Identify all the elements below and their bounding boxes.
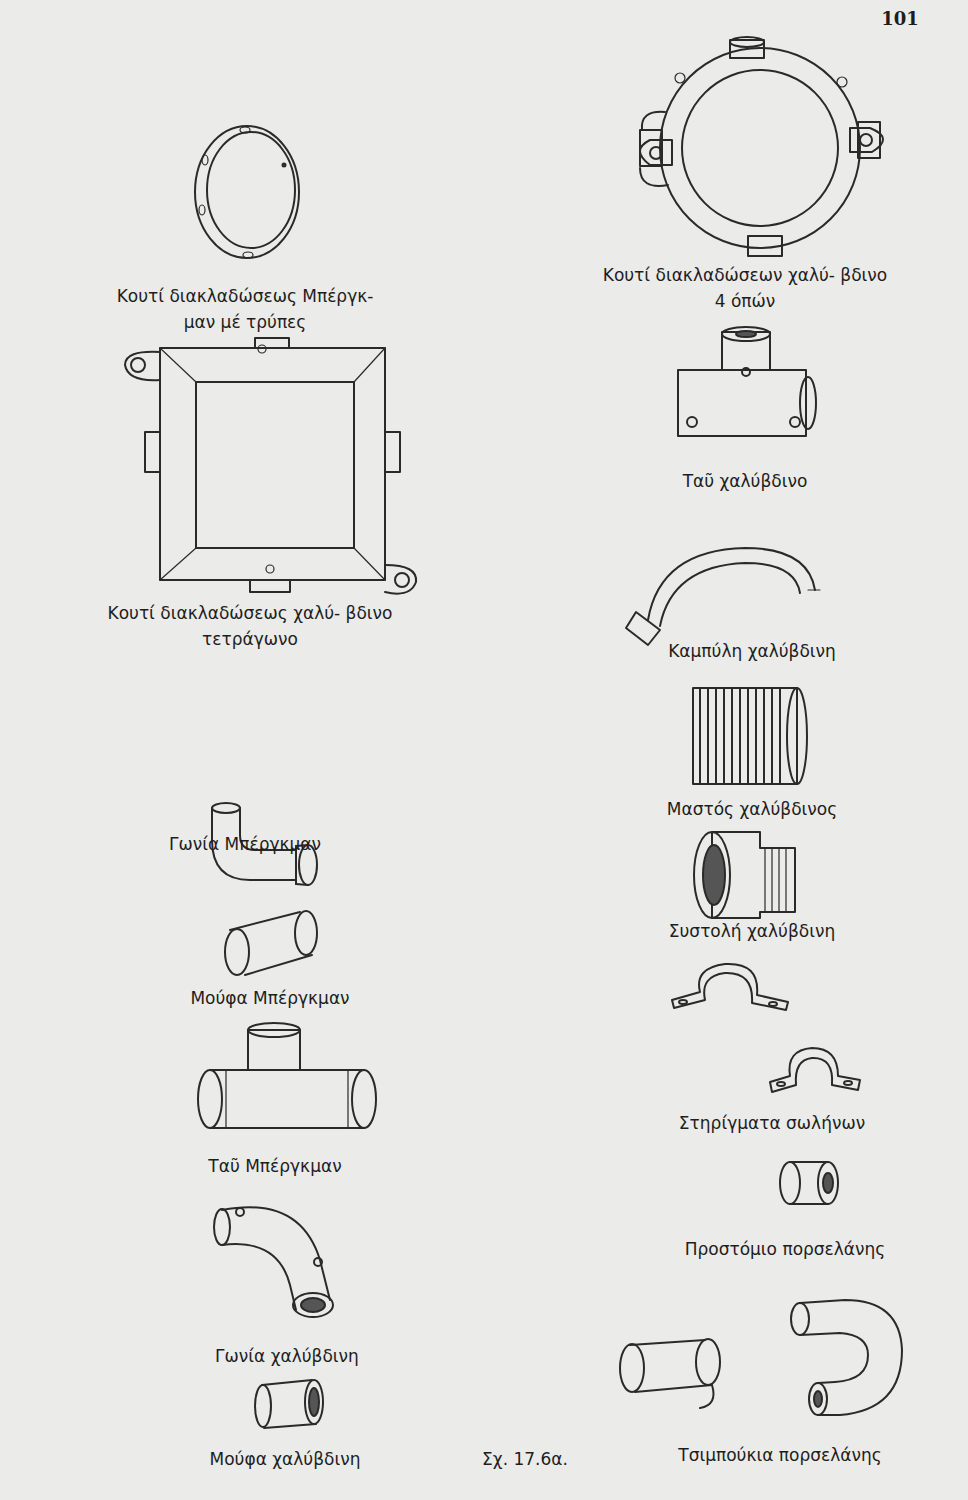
part-name: Τσιμπούκια πορσελάνης [630, 1442, 930, 1468]
page-number: 101 [870, 6, 930, 32]
steel-box-square [125, 338, 416, 594]
part-name: Κουτί διακλαδώσεως χαλύ- βδινο τετράγωνο [105, 600, 395, 652]
bergman-tee [198, 1023, 376, 1128]
steel-elbow [214, 1207, 333, 1317]
pipe-saddles [672, 964, 860, 1092]
steel-nipple [693, 688, 807, 784]
bergman-round-box [195, 126, 299, 258]
part-name: Στηρίγματα σωλήνων [632, 1110, 912, 1136]
part-name: Ταῦ χαλύβδινο [625, 468, 865, 494]
porcelain-bushing [780, 1162, 838, 1204]
steel-box-four-way [640, 37, 883, 256]
steel-bend [626, 548, 820, 645]
part-name: Μούφα χαλύβδινη [165, 1446, 405, 1472]
steel-reducer [694, 832, 795, 918]
part-name: Κουτί διακλαδώσεως Μπέργκ- μαν μέ τρύπες [100, 283, 390, 335]
part-name: Ταῦ Μπέργκμαν [155, 1153, 395, 1179]
part-name: Γωνία Μπέργκμαν [125, 831, 365, 857]
part-name: Προστόμιο πορσελάνης [645, 1236, 925, 1262]
part-name: Συστολή χαλύβδινη [622, 918, 882, 944]
steel-sleeve [255, 1380, 323, 1428]
part-name: Καμπύλη χαλύβδινη [622, 638, 882, 664]
steel-tee [678, 327, 816, 436]
part-name: Κουτί διακλαδώσεων χαλύ- βδινο 4 όπών [600, 262, 890, 314]
porcelain-tubes [620, 1300, 902, 1415]
bergman-sleeve [225, 911, 317, 975]
part-name: Μαστός χαλύβδινος [622, 796, 882, 822]
part-name: Γωνία χαλύβδινη [167, 1343, 407, 1369]
figure-caption: Σχ. 17.6α. [445, 1446, 605, 1472]
part-name: Μούφα Μπέργκμαν [140, 985, 400, 1011]
